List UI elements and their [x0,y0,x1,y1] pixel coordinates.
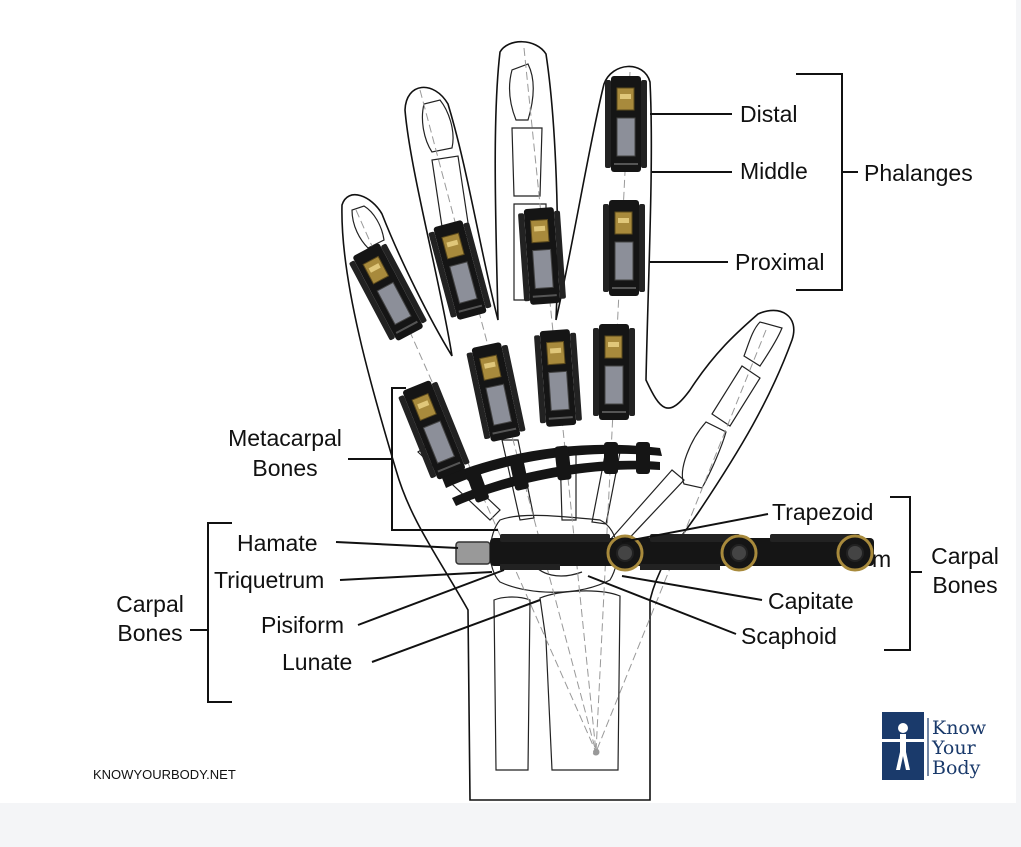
metacarpal-strap [442,442,662,506]
label-carpal-right-line2: Bones [932,572,997,598]
label-scaphoid: Scaphoid [741,623,837,649]
label-phalanges: Phalanges [864,160,973,186]
label-carpal-right-line1: Carpal [931,543,999,569]
label-capitate: Capitate [768,588,854,614]
label-hamate: Hamate [237,530,318,556]
label-trapezoid: Trapezoid [772,499,873,525]
right-edge-band [1016,0,1021,803]
know-your-body-logo: Know Your Body [881,712,987,780]
robotic-ring-finger [592,75,648,421]
label-carpal-left-line1: Carpal [116,591,184,617]
logo-text-line1: Know [932,717,987,739]
label-carpal-left-line2: Bones [117,620,182,646]
bottom-band [0,803,1021,847]
finger-bones [351,63,783,771]
label-pisiform: Pisiform [261,612,344,638]
label-triquetrum: Triquetrum [214,567,324,593]
label-proximal: Proximal [735,249,824,275]
logo-text-line3: Body [932,757,981,779]
label-lunate: Lunate [282,649,352,675]
label-distal: Distal [740,101,798,127]
label-middle: Middle [740,158,808,184]
logo-text-line2: Your [931,737,977,759]
leader-lines [190,73,922,703]
wrist-actuator-bar [455,534,874,572]
site-url: KNOWYOURBODY.NET [93,767,236,782]
label-trapezium-partial: m [872,546,891,572]
hand-outline [341,40,795,801]
label-metacarpal-line2: Bones [252,455,317,481]
label-metacarpal-line1: Metacarpal [228,425,342,451]
